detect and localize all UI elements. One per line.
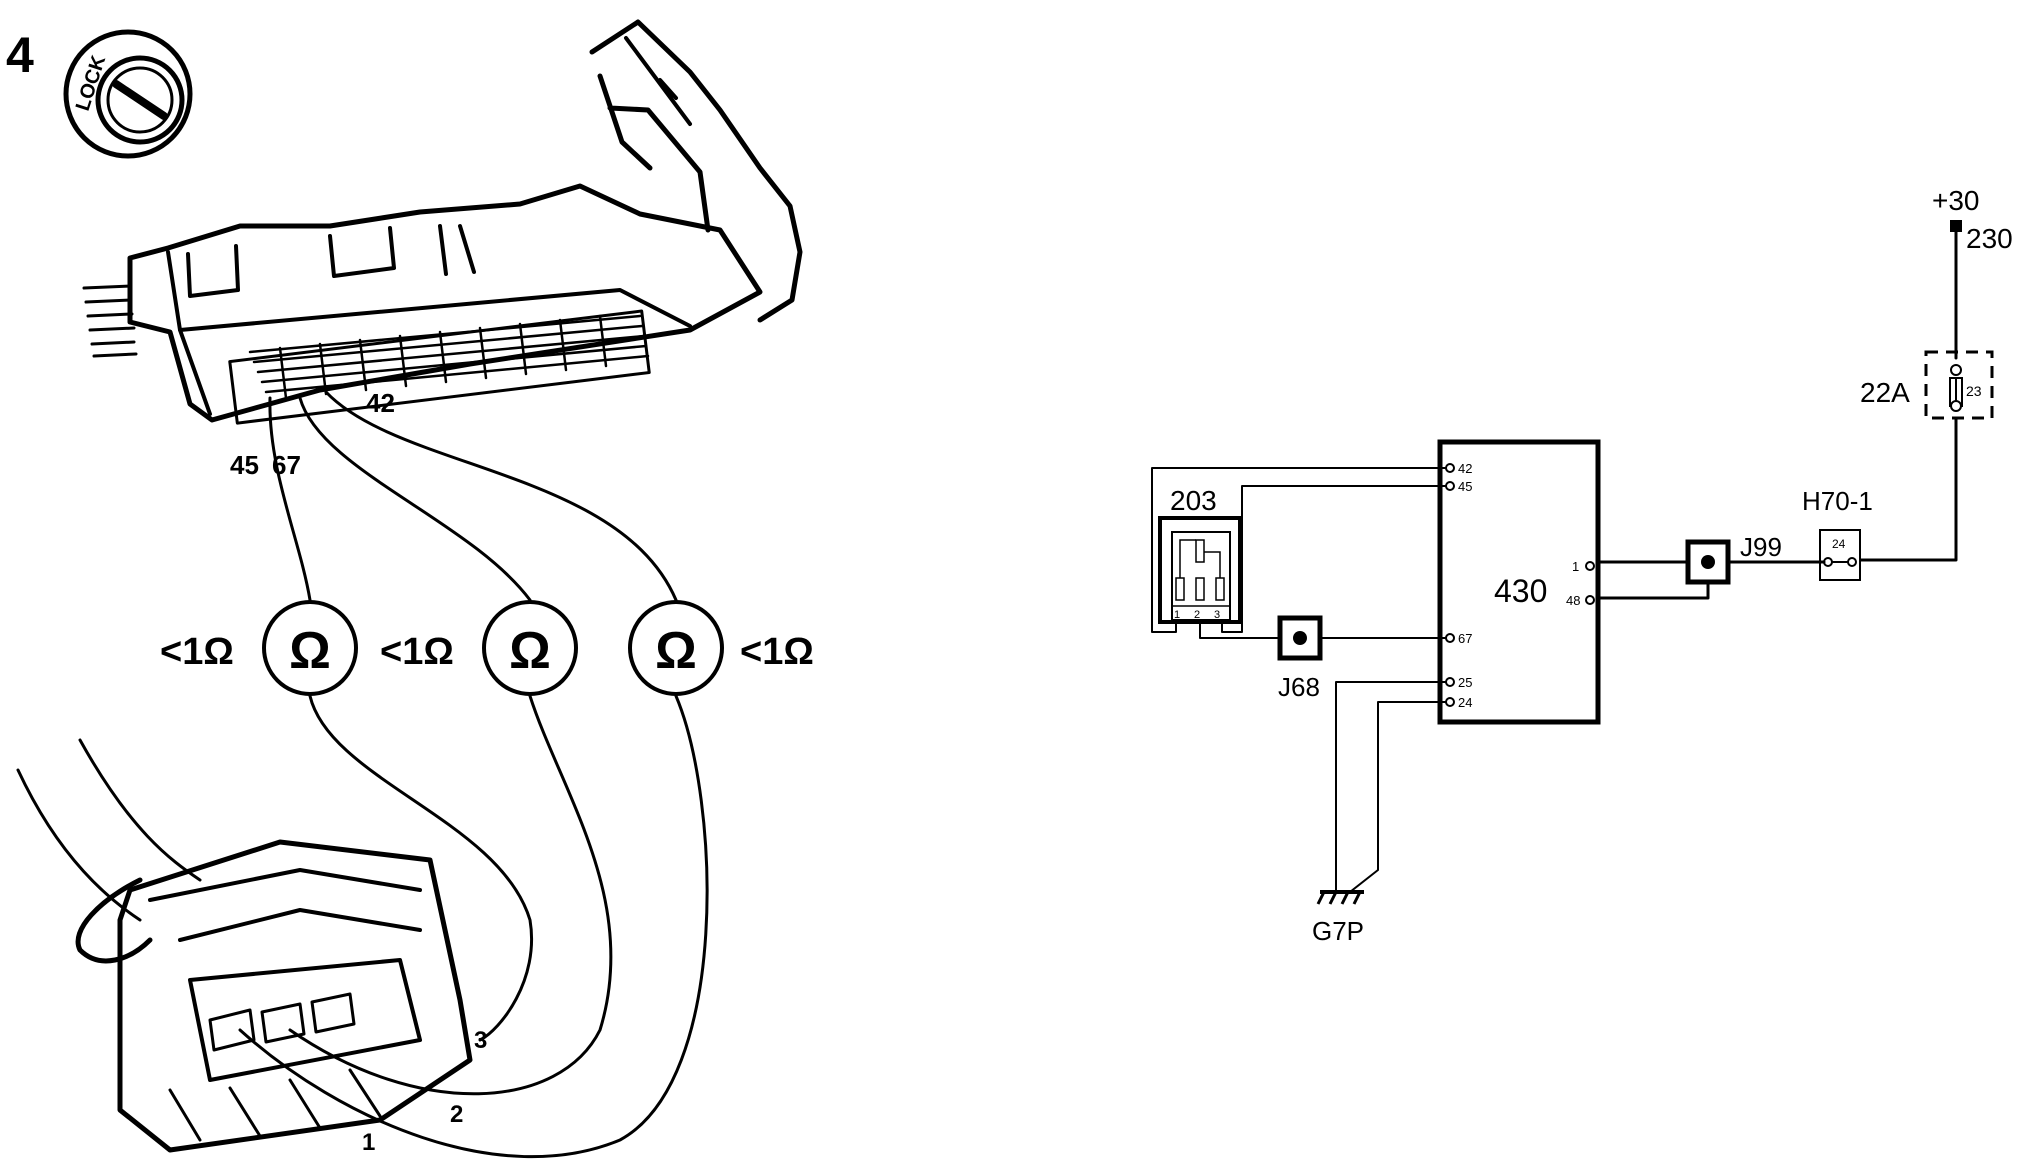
connector-pin-label: 1 xyxy=(362,1129,375,1156)
wiring-schematic: +30 230 23 22A 24 H70-1 xyxy=(1151,185,2013,946)
ohm-symbol: Ω xyxy=(655,622,697,680)
j68-label: J68 xyxy=(1278,672,1320,702)
supply-node-icon xyxy=(1950,220,1962,232)
wire xyxy=(1856,416,1958,562)
ecu-pin-label: 42 xyxy=(1458,461,1472,476)
ecu-pin-label: 45 xyxy=(230,450,259,480)
wire xyxy=(1151,467,1447,627)
test-illustration: 4 LOCK 45 67 42 xyxy=(6,19,814,1159)
j99-label: J99 xyxy=(1740,532,1782,562)
ohm-symbol: Ω xyxy=(509,622,551,680)
supply-node-label: 230 xyxy=(1966,223,2013,254)
ohm-symbol: Ω xyxy=(289,622,331,680)
connector-pin-label: 3 xyxy=(474,1027,487,1054)
ecu-pin-label: 42 xyxy=(366,388,395,418)
wire xyxy=(1349,701,1447,893)
sensor-label: 203 xyxy=(1170,485,1217,516)
wire xyxy=(1596,580,1710,600)
test-leads xyxy=(238,390,709,1159)
junction-j68: J68 xyxy=(1277,615,1323,702)
ecu-pin-label: 24 xyxy=(1458,695,1472,710)
ecu-connector-drawing: 45 67 42 xyxy=(82,19,803,480)
ohm-reading: <1Ω xyxy=(380,631,454,673)
ohmmeter: Ω <1Ω xyxy=(160,600,358,696)
ecu-pin-label: 25 xyxy=(1458,675,1472,690)
junction-j99: J99 xyxy=(1685,532,1782,585)
wire xyxy=(1335,681,1447,893)
wire xyxy=(1151,619,1177,633)
supply-label: +30 xyxy=(1932,185,1980,216)
ecu-pin-label: 67 xyxy=(1458,631,1472,646)
ecu-pin-label: 1 xyxy=(1572,559,1579,574)
fuse-pin-label: 23 xyxy=(1966,383,1982,399)
h70-pin-label: 24 xyxy=(1832,537,1846,551)
fuse-label: 22A xyxy=(1860,377,1910,408)
ohmmeter: Ω <1Ω xyxy=(628,600,814,696)
wire xyxy=(1241,485,1447,627)
sensor-pin-label: 1 xyxy=(1174,609,1180,621)
fuse: 23 22A xyxy=(1860,350,1994,420)
ecu-label: 430 xyxy=(1494,573,1547,609)
ohmmeter: Ω <1Ω xyxy=(380,600,578,696)
ecu-pin-label: 48 xyxy=(1566,593,1580,608)
wire xyxy=(1221,619,1243,633)
ground-label: G7P xyxy=(1312,916,1364,946)
connector-pin-label: 2 xyxy=(450,1101,463,1128)
sensor-connector-drawing: 1 2 3 xyxy=(16,738,487,1156)
connector-h70: 24 H70-1 xyxy=(1802,486,1873,581)
ohm-reading: <1Ω xyxy=(160,631,234,673)
ohm-reading: <1Ω xyxy=(740,631,814,673)
ecu-block: 430 42 45 1 48 67 25 24 xyxy=(1437,439,1601,725)
h70-label: H70-1 xyxy=(1802,486,1873,516)
lock-icon: LOCK xyxy=(63,29,193,159)
ground-icon: G7P xyxy=(1312,890,1364,946)
sensor-pin-label: 2 xyxy=(1194,609,1200,621)
sensor-pin-label: 3 xyxy=(1214,609,1220,621)
sensor-203: 203 1 2 3 xyxy=(1158,485,1242,624)
supply-terminal: +30 230 xyxy=(1932,185,2013,254)
wire xyxy=(1199,619,1281,639)
ecu-pin-label: 45 xyxy=(1458,479,1472,494)
step-number: 4 xyxy=(6,27,34,83)
